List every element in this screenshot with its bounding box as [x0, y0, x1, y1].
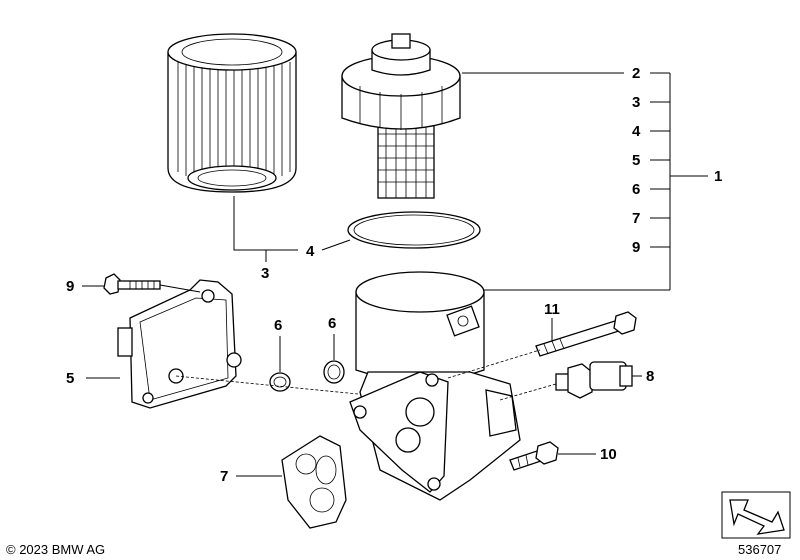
bolt-11[interactable]	[535, 311, 637, 357]
oil-filter-housing[interactable]	[349, 271, 521, 501]
oil-cooler[interactable]	[117, 279, 242, 409]
callout-ring-6a: 6	[274, 317, 282, 334]
filter-cover-cap[interactable]	[341, 33, 461, 199]
oil-filter-element[interactable]	[167, 33, 297, 193]
callout-ring-6b: 6	[328, 315, 336, 332]
callout-2: 2	[632, 65, 640, 82]
leader-lines	[82, 72, 708, 477]
callout-7: 7	[632, 210, 640, 227]
callout-sensor-8: 8	[646, 368, 654, 385]
callout-9: 9	[632, 239, 640, 256]
callout-5: 5	[632, 152, 640, 169]
diagram-number: 536707	[738, 542, 781, 557]
o-ring-6a[interactable]	[269, 372, 291, 392]
next-arrow-icon[interactable]	[721, 491, 791, 539]
callout-6: 6	[632, 181, 640, 198]
callout-filter-3: 3	[261, 265, 269, 282]
callout-seal-4: 4	[306, 243, 315, 260]
callout-bolt-11: 11	[544, 301, 560, 318]
callout-cooler-5: 5	[66, 370, 74, 387]
sealing-ring-large[interactable]	[347, 211, 481, 249]
callout-1: 1	[714, 168, 722, 185]
hex-screw-9[interactable]	[103, 273, 161, 295]
callout-screw-9: 9	[66, 278, 74, 295]
bolt-10[interactable]	[509, 441, 559, 471]
callout-3: 3	[632, 94, 640, 111]
copyright-notice: © 2023 BMW AG	[6, 542, 105, 557]
oil-pressure-sensor-8[interactable]	[555, 361, 633, 399]
callout-bolt-10: 10	[600, 446, 617, 463]
callout-4: 4	[632, 123, 641, 140]
callout-gasket-7: 7	[220, 468, 228, 485]
gasket-7[interactable]	[281, 435, 347, 529]
o-ring-6b[interactable]	[323, 360, 345, 384]
